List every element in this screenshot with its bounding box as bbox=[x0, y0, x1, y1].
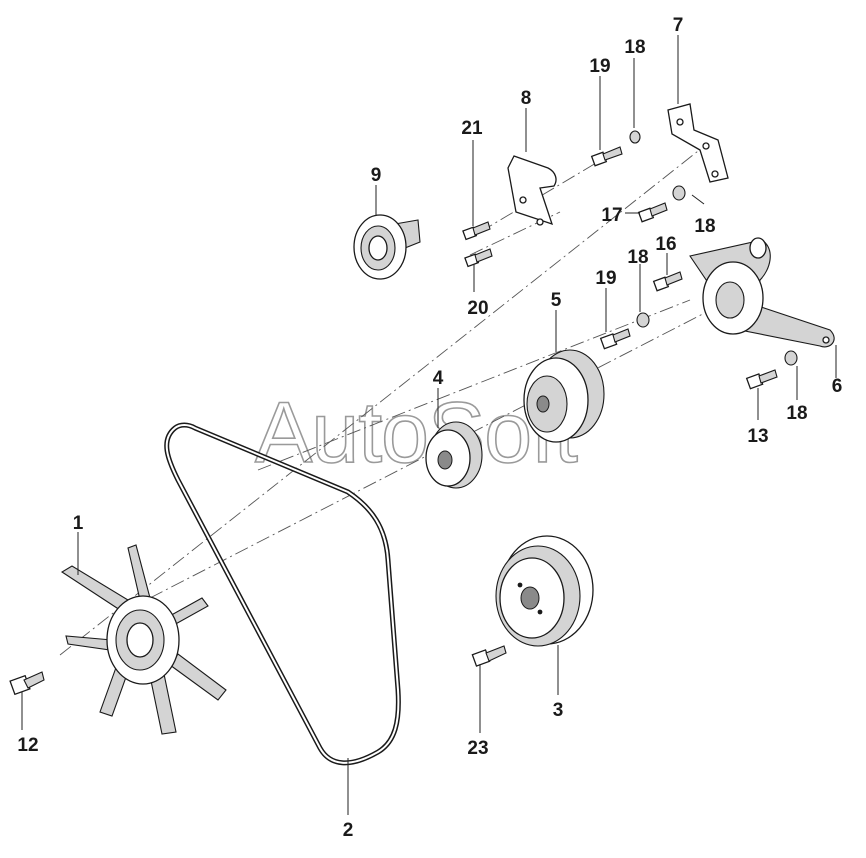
callout-18-right[interactable]: 18 bbox=[694, 216, 715, 237]
water-pump-pulley[interactable] bbox=[523, 349, 605, 443]
callout-1[interactable]: 1 bbox=[73, 513, 84, 534]
bolt-12[interactable] bbox=[9, 671, 45, 696]
callout-4[interactable]: 4 bbox=[433, 368, 444, 389]
bolt-20[interactable] bbox=[464, 248, 493, 268]
bolt-13[interactable] bbox=[745, 369, 778, 390]
callout-3[interactable]: 3 bbox=[553, 700, 564, 721]
support-bracket[interactable] bbox=[667, 103, 729, 183]
callout-13[interactable]: 13 bbox=[747, 426, 768, 447]
bolt-19-lower[interactable] bbox=[599, 328, 631, 350]
callout-8[interactable]: 8 bbox=[521, 88, 532, 109]
bolt-19-upper[interactable] bbox=[590, 146, 623, 167]
bolt-16[interactable] bbox=[652, 271, 683, 292]
mounting-plate[interactable] bbox=[507, 155, 557, 226]
leader-lines bbox=[21, 35, 837, 815]
bolt-21[interactable] bbox=[462, 221, 491, 241]
washer-18-right-upper[interactable] bbox=[672, 185, 686, 201]
v-belt[interactable] bbox=[164, 422, 401, 766]
callout-12[interactable]: 12 bbox=[17, 735, 38, 756]
washer-18-middle[interactable] bbox=[636, 312, 650, 328]
callout-16[interactable]: 16 bbox=[655, 234, 676, 255]
callout-19-lower[interactable]: 19 bbox=[595, 268, 616, 289]
tensioner-arm[interactable] bbox=[689, 237, 835, 348]
callout-23[interactable]: 23 bbox=[467, 738, 488, 759]
callout-5[interactable]: 5 bbox=[551, 290, 562, 311]
callout-21[interactable]: 21 bbox=[461, 118, 483, 139]
callout-18-lower[interactable]: 18 bbox=[786, 403, 807, 424]
callout-9[interactable]: 9 bbox=[371, 165, 382, 186]
callout-6[interactable]: 6 bbox=[832, 376, 843, 397]
idler-pulley[interactable] bbox=[425, 421, 483, 489]
callout-labels: 1 2 3 4 5 6 7 8 9 12 13 16 17 18 18 18 1… bbox=[17, 15, 842, 841]
washer-18-top[interactable] bbox=[629, 130, 641, 144]
callout-17[interactable]: 17 bbox=[601, 205, 622, 226]
cooling-fan[interactable] bbox=[60, 544, 227, 735]
callout-20[interactable]: 20 bbox=[467, 298, 488, 319]
bolt-23[interactable] bbox=[471, 645, 507, 667]
callout-18-top[interactable]: 18 bbox=[624, 37, 645, 58]
callout-19-upper[interactable]: 19 bbox=[589, 56, 610, 77]
crankshaft-pulley[interactable] bbox=[495, 535, 594, 647]
washer-18-lower[interactable] bbox=[784, 350, 798, 366]
tensioner-roller[interactable] bbox=[353, 214, 421, 280]
callout-2[interactable]: 2 bbox=[343, 820, 354, 841]
callout-18-middle[interactable]: 18 bbox=[627, 247, 648, 268]
bolt-17[interactable] bbox=[637, 202, 668, 223]
callout-7[interactable]: 7 bbox=[673, 15, 684, 36]
